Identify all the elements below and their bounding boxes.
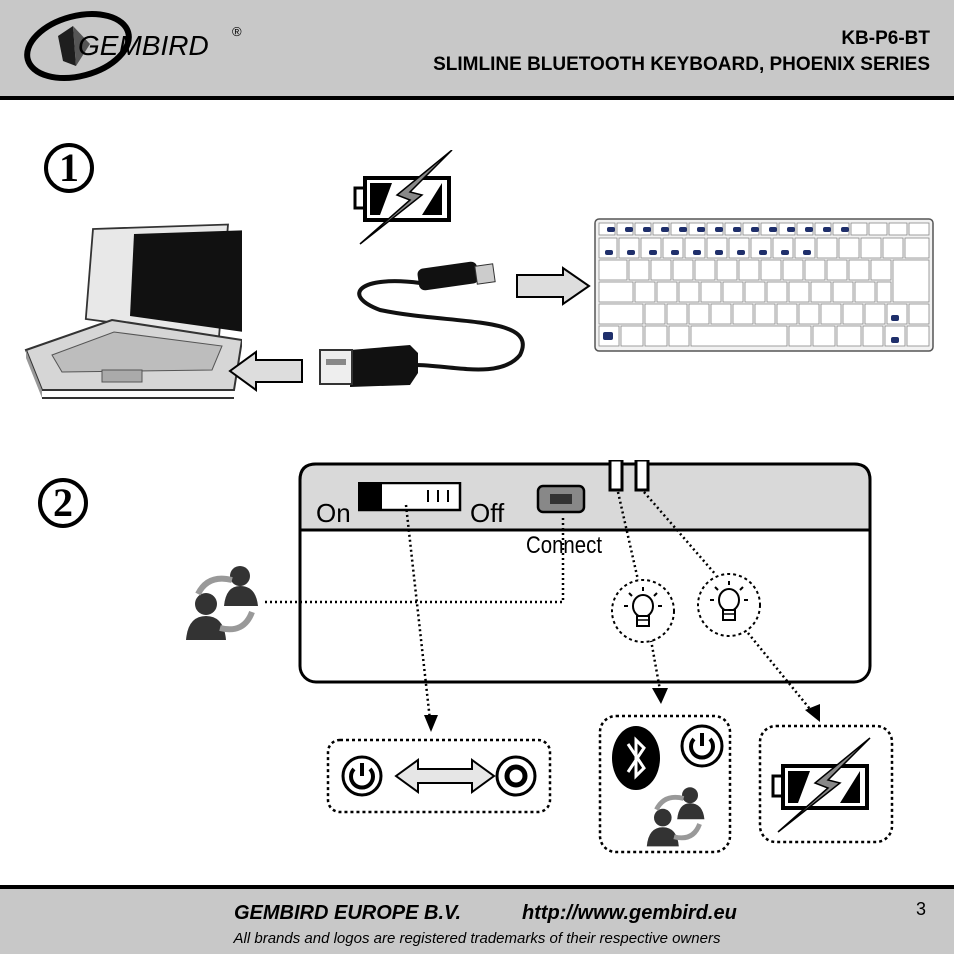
lightbulb-icon xyxy=(611,579,675,643)
page-header: GEMBIRD ® KB-P6-BT SLIMLINE BLUETOOTH KE… xyxy=(0,0,954,100)
gembird-logo xyxy=(24,11,132,81)
page-number: 3 xyxy=(915,899,926,919)
battery-charging-icon xyxy=(353,150,453,245)
power-icon xyxy=(680,724,724,768)
switch-on-label: On xyxy=(316,498,351,528)
website-link[interactable]: http://www.gembird.eu xyxy=(522,902,737,924)
power-switch[interactable] xyxy=(358,482,462,512)
company-name: GEMBIRD EUROPE B.V. xyxy=(234,902,462,924)
model-number: KB-P6-BT xyxy=(841,28,930,49)
registered-mark: ® xyxy=(232,24,242,39)
battery-box xyxy=(758,724,894,844)
laptop-icon xyxy=(24,223,242,399)
keyboard-icon xyxy=(594,218,934,352)
trademark-notice: All brands and logos are registered trad… xyxy=(233,930,721,947)
document-subtitle: SLIMLINE BLUETOOTH KEYBOARD, PHOENIX SER… xyxy=(433,54,930,75)
usb-cable-icon xyxy=(319,261,525,387)
switch-off-label: Off xyxy=(470,498,505,528)
arrow-right-icon xyxy=(516,266,591,306)
battery-charging-icon xyxy=(771,737,871,833)
users-sync-icon xyxy=(186,566,258,640)
page-footer: GEMBIRD EUROPE B.V. http://www.gembird.e… xyxy=(0,885,954,954)
off-ring-icon xyxy=(495,755,537,797)
bluetooth-icon xyxy=(612,726,660,790)
lightbulb-icon xyxy=(697,573,761,637)
arrow-left-icon xyxy=(228,350,303,392)
connect-label: Connect xyxy=(526,532,602,559)
step-2-number: 2 xyxy=(38,478,88,528)
power-toggle-box xyxy=(326,738,552,814)
power-icon xyxy=(341,755,383,797)
step-1-number: 1 xyxy=(44,143,94,193)
brand-name: GEMBIRD xyxy=(78,30,209,61)
users-sync-icon xyxy=(646,787,705,847)
bluetooth-pairing-box xyxy=(598,714,732,854)
connect-button[interactable] xyxy=(536,484,586,516)
